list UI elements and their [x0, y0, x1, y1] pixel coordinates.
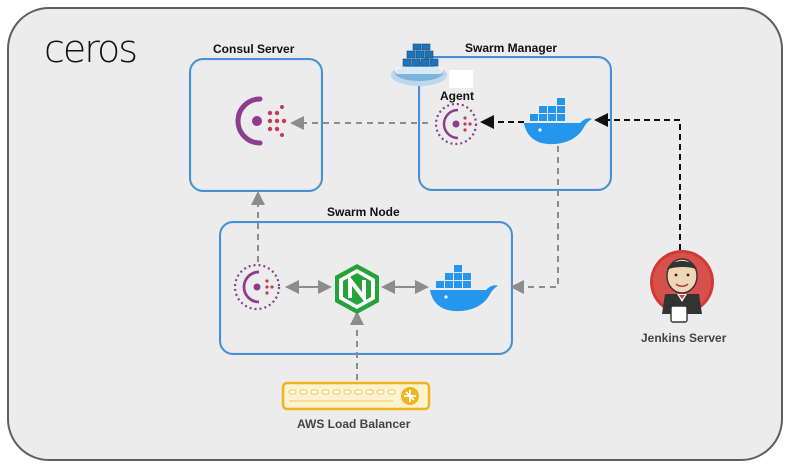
swarm-manager-title: Swarm Manager	[465, 41, 558, 55]
agent-label: Agent	[440, 89, 474, 103]
jenkins-server-label: Jenkins Server	[641, 331, 727, 345]
jenkins-icon	[650, 250, 714, 323]
swarm-icon-bg	[449, 70, 473, 88]
swarm-node-title: Swarm Node	[327, 205, 400, 219]
consul-agent-icon	[434, 102, 478, 146]
manager-to-node-line	[510, 146, 559, 294]
aws-load-balancer-label: AWS Load Balancer	[297, 417, 411, 431]
consul-server-title: Consul Server	[213, 42, 295, 56]
consul-node-agent-icon	[233, 263, 281, 311]
jenkins-to-manager-line	[594, 113, 681, 250]
consul-icon	[235, 96, 287, 146]
node-docker-icon	[430, 265, 498, 312]
nginx-icon	[335, 264, 379, 314]
ceros-logo: ceros	[44, 27, 138, 71]
docker-icon	[524, 98, 592, 145]
swarm-icon	[391, 43, 447, 86]
load-balancer-icon	[281, 381, 431, 411]
